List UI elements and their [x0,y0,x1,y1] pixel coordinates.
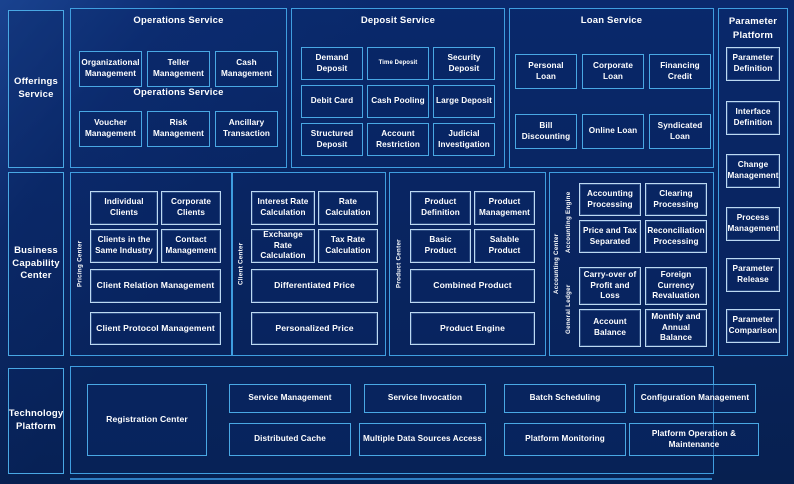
tile-online-loan[interactable]: Online Loan [582,114,644,149]
tile-price-and-tax-separated[interactable]: Price and Tax Separated [579,220,641,253]
tile-corporate-clients[interactable]: Corporate Clients [161,191,221,225]
tile-basic-product[interactable]: Basic Product [410,229,471,263]
tile-large-deposit[interactable]: Large Deposit [433,85,495,118]
tile-tax-rate-calculation[interactable]: Tax Rate Calculation [318,229,378,263]
vlabel-accounting-center: Accounting Center [553,233,560,295]
tile-monthly-and-annual-balance[interactable]: Monthly and Annual Balance [645,309,707,347]
tile-clients-in-the-same-industry[interactable]: Clients in the Same Industry [90,229,158,263]
tile-parameter-definition[interactable]: Parameter Definition [726,47,780,81]
tile-rate-calculation[interactable]: Rate Calculation [318,191,378,225]
tile-bill-discounting[interactable]: Bill Discounting [515,114,577,149]
group-technology-platform: Registration Center Service Management S… [70,366,759,474]
tile-reconciliation-processing[interactable]: Reconciliation Processing [645,220,707,253]
group-loan-service: Loan Service Personal Loan Corporate Loa… [509,8,714,168]
tile-clearing-processing[interactable]: Clearing Processing [645,183,707,216]
parameter-platform-title-line1: Parameter [728,16,778,27]
tile-combined-product[interactable]: Combined Product [410,269,535,303]
tile-individual-clients[interactable]: Individual Clients [90,191,158,225]
tile-account-restriction[interactable]: Account Restriction [367,123,429,156]
tile-organizational-management[interactable]: Organizational Management [79,51,142,87]
tile-personalized-price[interactable]: Personalized Price [251,312,378,345]
tile-service-invocation[interactable]: Service Invocation [364,384,486,413]
parameter-platform-title-line2: Platform [732,30,774,41]
tile-product-definition[interactable]: Product Definition [410,191,471,225]
group-business-product: Product Center Product Definition Produc… [389,172,546,356]
tile-structured-deposit[interactable]: Structured Deposit [301,123,363,156]
tile-cash-pooling[interactable]: Cash Pooling [367,85,429,118]
tile-process-management[interactable]: Process Management [726,207,780,241]
tile-registration-center[interactable]: Registration Center [87,384,207,456]
tile-distributed-cache[interactable]: Distributed Cache [229,423,351,456]
tile-corporate-loan[interactable]: Corporate Loan [582,54,644,89]
vlabel-pricing-center: Pricing Center [76,240,84,288]
group-loan-service-title: Loan Service [580,15,643,26]
spine-technology-platform-label: Technology Platform [8,408,64,432]
tile-judicial-investigation[interactable]: Judicial Investigation [433,123,495,156]
tile-differentiated-price[interactable]: Differentiated Price [251,269,378,303]
tile-personal-loan[interactable]: Personal Loan [515,54,577,89]
tile-accounting-processing[interactable]: Accounting Processing [579,183,641,216]
tile-ancillary-transaction[interactable]: Ancillary Transaction [215,111,278,147]
tile-client-protocol-management[interactable]: Client Protocol Management [90,312,221,345]
tile-service-management[interactable]: Service Management [229,384,351,413]
vlabel-general-ledger: General Ledger [565,284,572,334]
tile-time-deposit[interactable]: Time Deposit [367,47,429,80]
tile-voucher-management[interactable]: Voucher Management [79,111,142,147]
vlabel-product-center: Product Center [395,239,403,289]
group-deposit-service: Deposit Service Demand Deposit Time Depo… [291,8,505,168]
spine-business-capability-center-label: Business Capability Center [12,244,60,282]
tile-batch-scheduling[interactable]: Batch Scheduling [504,384,626,413]
tile-debit-card[interactable]: Debit Card [301,85,363,118]
tile-parameter-release[interactable]: Parameter Release [726,258,780,292]
vlabel-accounting-engine: Accounting Engine [565,191,572,253]
spine-business-capability-center: Business Capability Center [8,172,64,356]
tile-client-relation-management[interactable]: Client Relation Management [90,269,221,303]
group-business-pricing: Client Center Interest Rate Calculation … [232,172,386,356]
spine-offerings-service-label: Offerings Service [13,76,59,100]
group-operations-service-title: Operations Service [133,15,224,26]
spine-technology-platform: Technology Platform [8,368,64,474]
tile-platform-operation-maintenance[interactable]: Platform Operation & Maintenance [629,423,759,456]
tile-contact-management[interactable]: Contact Management [161,229,221,263]
tile-interface-definition[interactable]: Interface Definition [726,101,780,135]
group-deposit-service-title: Deposit Service [360,15,436,26]
tile-change-management[interactable]: Change Management [726,154,780,188]
tile-exchange-rate-calculation[interactable]: Exchange Rate Calculation [251,229,315,263]
tile-interest-rate-calculation[interactable]: Interest Rate Calculation [251,191,315,225]
group-operations-service: Operations Service Organizational Manage… [70,8,287,168]
tile-salable-product[interactable]: Salable Product [474,229,535,263]
group-business-accounting: Accounting Center Accounting Engine Gene… [549,172,714,356]
group-operations-service-overlay-title: Operations Service [133,87,224,98]
tile-product-engine[interactable]: Product Engine [410,312,535,345]
tile-teller-management[interactable]: Teller Management [147,51,210,87]
vlabel-client-center: Client Center [237,242,245,286]
tile-multiple-data-sources-access[interactable]: Multiple Data Sources Access [359,423,486,456]
tile-syndicated-loan[interactable]: Syndicated Loan [649,114,711,149]
tile-parameter-comparison[interactable]: Parameter Comparison [726,309,780,343]
tile-platform-monitoring[interactable]: Platform Monitoring [504,423,626,456]
tile-account-balance[interactable]: Account Balance [579,309,641,347]
group-business-clients: Pricing Center Individual Clients Corpor… [70,172,232,356]
bottom-divider [70,478,712,480]
tile-financing-credit[interactable]: Financing Credit [649,54,711,89]
tile-carry-over-of-profit-and-loss[interactable]: Carry-over of Profit and Loss [579,267,641,305]
tile-demand-deposit[interactable]: Demand Deposit [301,47,363,80]
tile-risk-management[interactable]: Risk Management [147,111,210,147]
tile-cash-management[interactable]: Cash Management [215,51,278,87]
tile-configuration-management[interactable]: Configuration Management [634,384,756,413]
tile-security-deposit[interactable]: Security Deposit [433,47,495,80]
tile-product-management[interactable]: Product Management [474,191,535,225]
tile-foreign-currency-revaluation[interactable]: Foreign Currency Revaluation [645,267,707,305]
spine-offerings-service: Offerings Service [8,10,64,168]
group-parameter-platform: Parameter Platform Parameter Definition … [718,8,788,356]
